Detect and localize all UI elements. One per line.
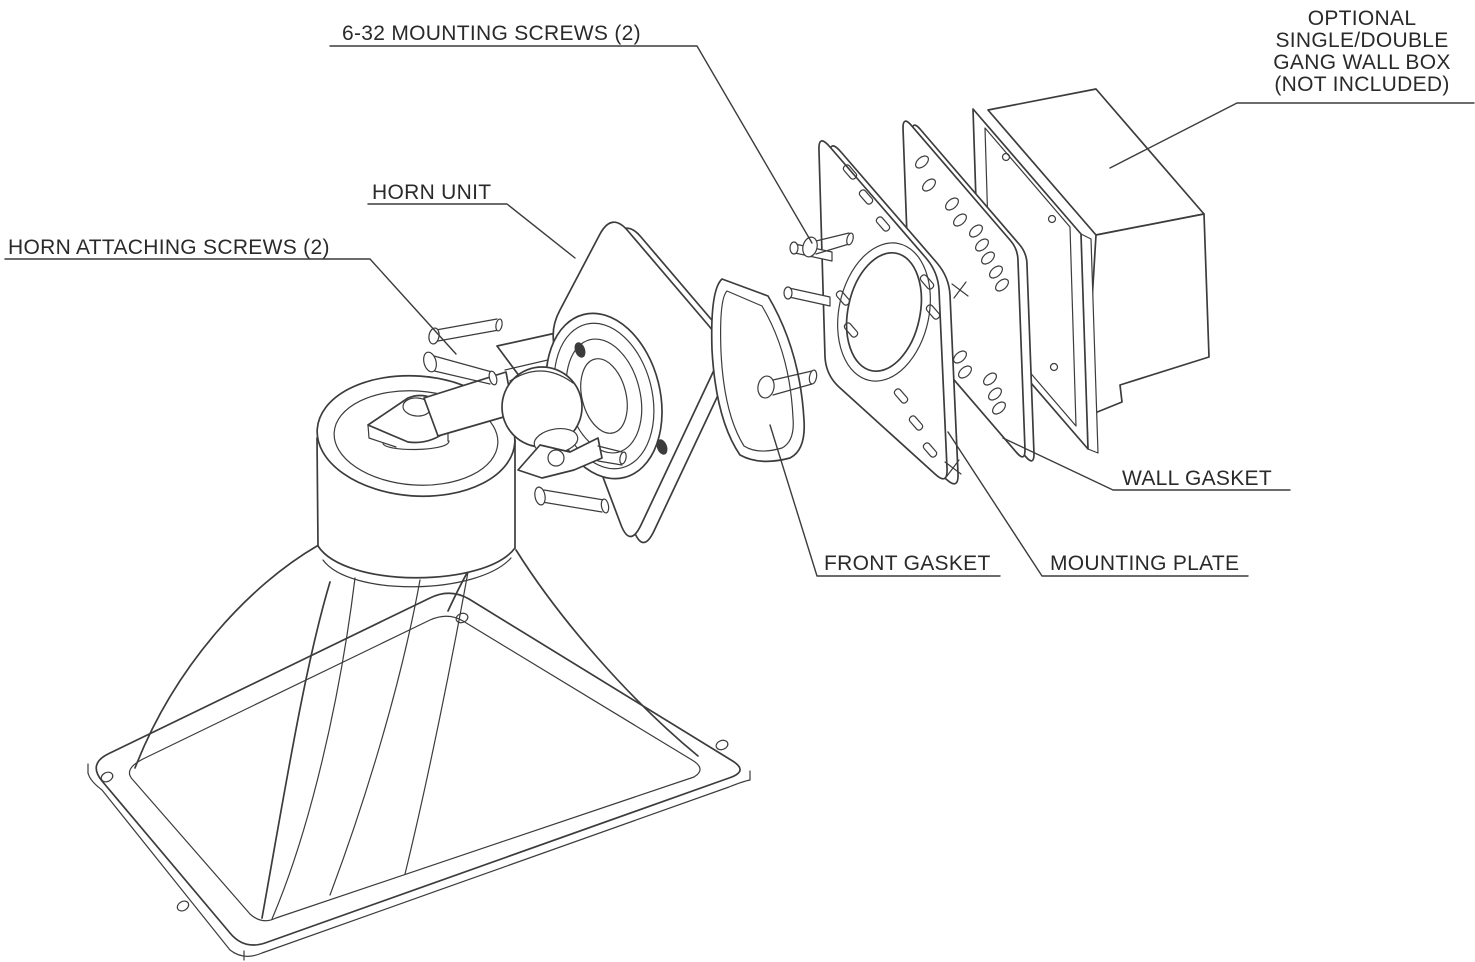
label-wall-gasket: WALL GASKET xyxy=(1122,467,1272,490)
label-wall-box-line-4: (NOT INCLUDED) xyxy=(1274,73,1449,96)
screw-cross-marks xyxy=(944,281,969,477)
box-hole xyxy=(1001,152,1011,162)
mounting-plate xyxy=(783,140,959,485)
mounting-screw-upper xyxy=(802,232,854,258)
label-wall-box-line-2: SINGLE/DOUBLE xyxy=(1275,29,1448,52)
leader-wall-gasket xyxy=(1002,437,1291,491)
wall-gasket xyxy=(902,120,1035,462)
label-mounting-screws: 6-32 MOUNTING SCREWS (2) xyxy=(342,22,641,45)
callout-labels: 6-32 MOUNTING SCREWS (2) OPTIONAL SINGLE… xyxy=(8,7,1450,575)
wing-bolt xyxy=(517,427,627,479)
horn-flange xyxy=(87,592,751,961)
flange-hole xyxy=(715,739,729,751)
leader-mounting-screws xyxy=(329,45,813,244)
flange-hole xyxy=(176,900,190,912)
flange-hole xyxy=(100,771,114,783)
horn-bell xyxy=(134,545,699,920)
hub-screw-head xyxy=(574,342,586,358)
wall-gasket-holes xyxy=(915,155,1009,415)
leader-wall-box xyxy=(1109,102,1475,169)
label-mounting-plate: MOUNTING PLATE xyxy=(1050,552,1239,575)
leader-horn-attaching-screws xyxy=(4,258,457,355)
leader-lines xyxy=(4,45,1475,577)
horn-attaching-screw-1 xyxy=(428,318,503,345)
leader-horn-unit xyxy=(367,203,576,259)
knuckle-bolt xyxy=(534,486,610,514)
label-horn-attaching-screws: HORN ATTACHING SCREWS (2) xyxy=(8,236,330,259)
leader-front-gasket xyxy=(769,424,1001,577)
horn-attaching-screw-2 xyxy=(423,351,498,386)
mounting-plate-slots xyxy=(835,164,941,458)
wall-box xyxy=(972,88,1210,454)
label-wall-box-line-3: GANG WALL BOX xyxy=(1273,51,1450,74)
label-horn-unit: HORN UNIT xyxy=(372,181,491,204)
ball-knuckle xyxy=(501,366,627,514)
leader-mounting-plate xyxy=(947,431,1249,577)
label-wall-box: OPTIONAL SINGLE/DOUBLE GANG WALL BOX (NO… xyxy=(1273,7,1450,96)
hub-screw-head xyxy=(656,439,668,455)
box-hole xyxy=(1049,362,1059,372)
label-wall-box-line-1: OPTIONAL xyxy=(1308,7,1417,30)
mounting-screw-lower xyxy=(757,369,818,399)
flange-hole xyxy=(455,612,469,624)
box-hole xyxy=(1047,214,1057,224)
label-front-gasket: FRONT GASKET xyxy=(824,552,991,575)
driver-drum xyxy=(316,374,516,588)
front-gasket xyxy=(710,278,818,463)
